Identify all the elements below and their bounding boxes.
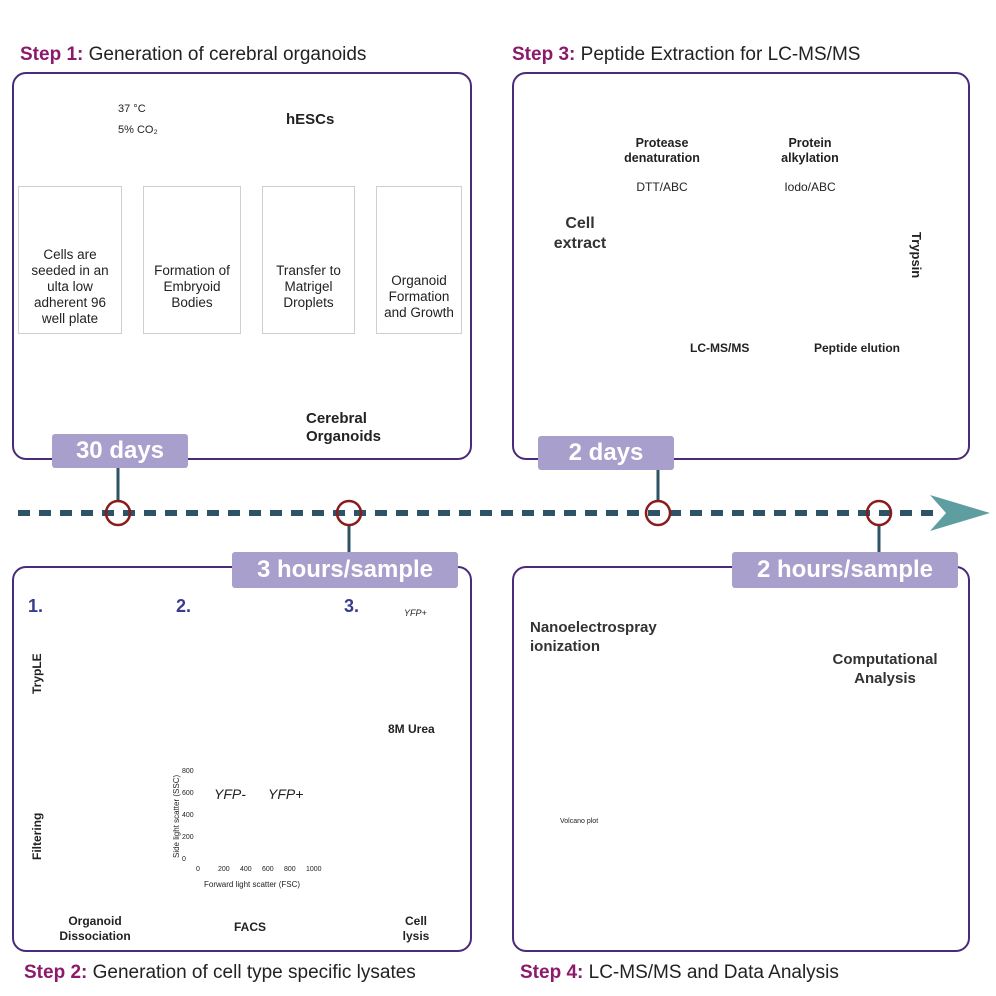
facs-xtick-1: 200: [218, 866, 230, 873]
facs-ytick-4: 800: [182, 768, 194, 775]
duration-step2: 3 hours/sample: [232, 552, 458, 588]
computational-label: Computational Analysis: [832, 651, 938, 687]
cell-extract-label: Cell extract: [553, 215, 607, 252]
step3-panel: [512, 72, 970, 460]
hescs-label: hESCs: [286, 111, 335, 128]
duration-step3: 2 days: [538, 436, 674, 470]
timeline-marker-step1: [104, 499, 132, 527]
step4-panel: [512, 566, 970, 952]
yfp-tube-label: YFP+: [404, 608, 427, 618]
filtering-label: Filtering: [30, 812, 44, 860]
timeline-marker-step2: [335, 499, 363, 527]
cell-lysis-label: Cell lysis: [402, 914, 430, 943]
step3-title: Step 3: Peptide Extraction for LC-MS/MS: [512, 44, 861, 65]
card-organoid-growth: Organoid Formation and Growth: [376, 186, 462, 334]
dtt-label: DTT/ABC: [636, 180, 688, 194]
duration-step1: 30 days: [52, 434, 188, 468]
protease-label: Protease denaturation: [624, 136, 700, 165]
facs-xtick-3: 600: [262, 866, 274, 873]
card-embryoid: Formation of Embryoid Bodies: [143, 186, 241, 334]
facs-ytick-1: 200: [182, 834, 194, 841]
facs-xtick-4: 800: [284, 866, 296, 873]
timeline-arrowhead: [930, 495, 990, 531]
co2-badge: CO₂: [93, 122, 107, 129]
duration-step4: 2 hours/sample: [732, 552, 958, 588]
dissociation-label: Organoid Dissociation: [59, 914, 131, 943]
volcano-title: Volcano plot: [560, 818, 599, 825]
step2-title: Step 2: Generation of cell type specific…: [24, 962, 416, 983]
card-matrigel-text: Transfer to Matrigel Droplets: [276, 263, 341, 310]
peptide-elution-label: Peptide elution: [814, 341, 901, 355]
temperature-label: 37 °C: [118, 103, 146, 115]
iodo-label: Iodo/ABC: [784, 180, 836, 194]
substep-1-number: 1.: [28, 596, 44, 616]
substep-3-number: 3.: [344, 596, 360, 616]
tryple-label: TrypLE: [30, 653, 44, 694]
card-embryoid-text: Formation of Embryoid Bodies: [154, 263, 230, 310]
step1-title: Step 1: Generation of cerebral organoids: [20, 44, 367, 65]
yfp-plus-label: YFP+: [268, 786, 304, 802]
yfp-minus-label: YFP-: [214, 786, 246, 802]
facs-ytick-3: 600: [182, 790, 194, 797]
card-seeding-text: Cells are seeded in an ulta low adherent…: [31, 247, 109, 326]
timeline-marker-step3: [644, 499, 672, 527]
facs-ytick-0: 0: [182, 856, 186, 863]
alkylation-label: Protein alkylation: [781, 136, 839, 165]
facs-xtick-5: 1000: [306, 866, 322, 873]
step2-panel: [12, 566, 472, 952]
card-seeding: Cells are seeded in an ulta low adherent…: [18, 186, 122, 334]
lcms-label: LC-MS/MS: [690, 341, 750, 355]
facs-label: FACS: [234, 920, 267, 934]
maxquant-label: MQ: [823, 693, 853, 713]
facs-xtick-2: 400: [240, 866, 252, 873]
nanoelectrospray-label: Nanoelectrospray ionization: [530, 619, 657, 655]
trypsin-label: Trypsin: [909, 232, 924, 279]
fsc-axis-label: Forward light scatter (FSC): [204, 880, 301, 889]
ssc-axis-label: Side light scatter (SSC): [172, 774, 181, 858]
card-organoid-growth-text: Organoid Formation and Growth: [384, 273, 454, 320]
step4-title: Step 4: LC-MS/MS and Data Analysis: [520, 962, 839, 983]
card-matrigel: Transfer to Matrigel Droplets: [262, 186, 355, 334]
urea-label: 8M Urea: [388, 722, 435, 736]
facs-xtick-0: 0: [196, 866, 200, 873]
timeline-marker-step4: [865, 499, 893, 527]
co2-label: 5% CO₂: [118, 124, 158, 136]
substep-2-number: 2.: [176, 596, 192, 616]
cerebral-organoids-label: Cerebral Organoids: [306, 410, 382, 445]
facs-ytick-2: 400: [182, 812, 194, 819]
